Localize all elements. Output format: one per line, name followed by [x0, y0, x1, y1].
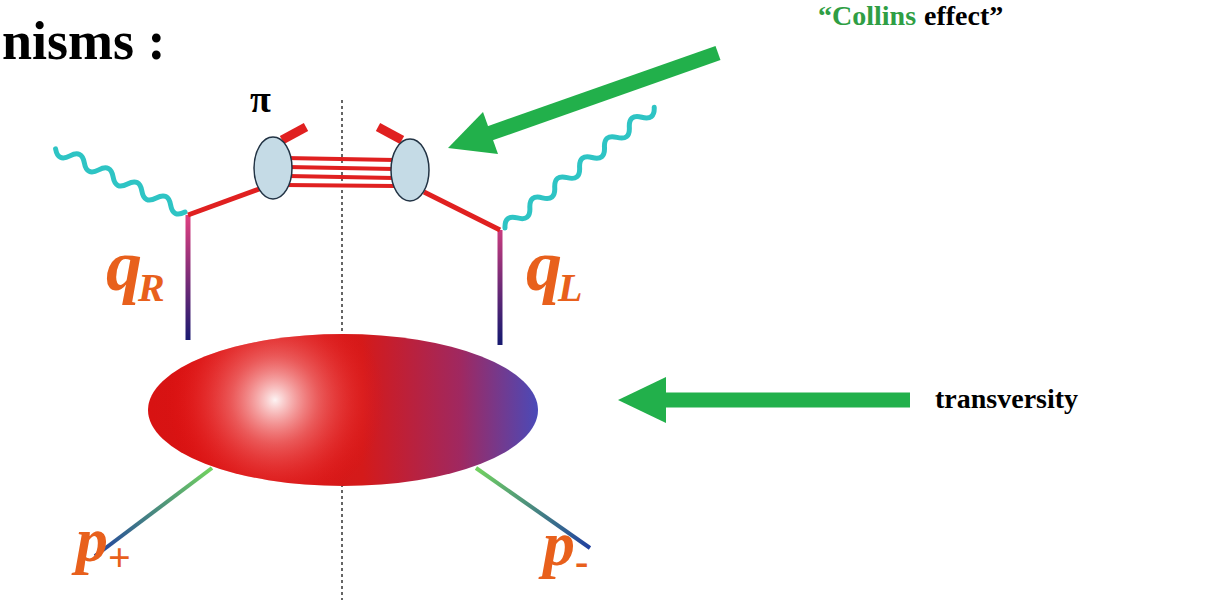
remnant-lines — [285, 158, 395, 186]
quark-line — [424, 192, 500, 230]
subscript: + — [108, 538, 131, 578]
arrow-label: transversity — [935, 385, 1078, 413]
quark-symbol: q — [106, 230, 142, 302]
pion-line — [282, 127, 306, 140]
subscript: - — [575, 542, 588, 582]
quark-line — [186, 215, 191, 340]
effect-name: effect” — [924, 2, 1003, 30]
subscript: L — [558, 268, 582, 308]
nucleon-blob — [148, 334, 538, 486]
quark-line — [188, 188, 262, 215]
hadron-symbol: π — [250, 80, 271, 118]
subscript: R — [138, 268, 165, 308]
pointer-arrow — [618, 377, 910, 423]
quark-symbol: q — [526, 230, 562, 302]
pion-line — [378, 127, 402, 140]
proton-symbol: p — [543, 512, 575, 576]
effect-name: “Collins — [818, 2, 916, 30]
nucleon-glow — [148, 334, 538, 486]
photon-left — [53, 144, 187, 217]
fragmentation-blob — [391, 139, 429, 201]
fragmentation-blob — [254, 137, 292, 199]
proton-symbol: p — [76, 508, 108, 572]
quark-line — [498, 230, 503, 345]
pointer-arrow — [448, 53, 718, 154]
heading-fragment: nisms : — [2, 14, 166, 68]
